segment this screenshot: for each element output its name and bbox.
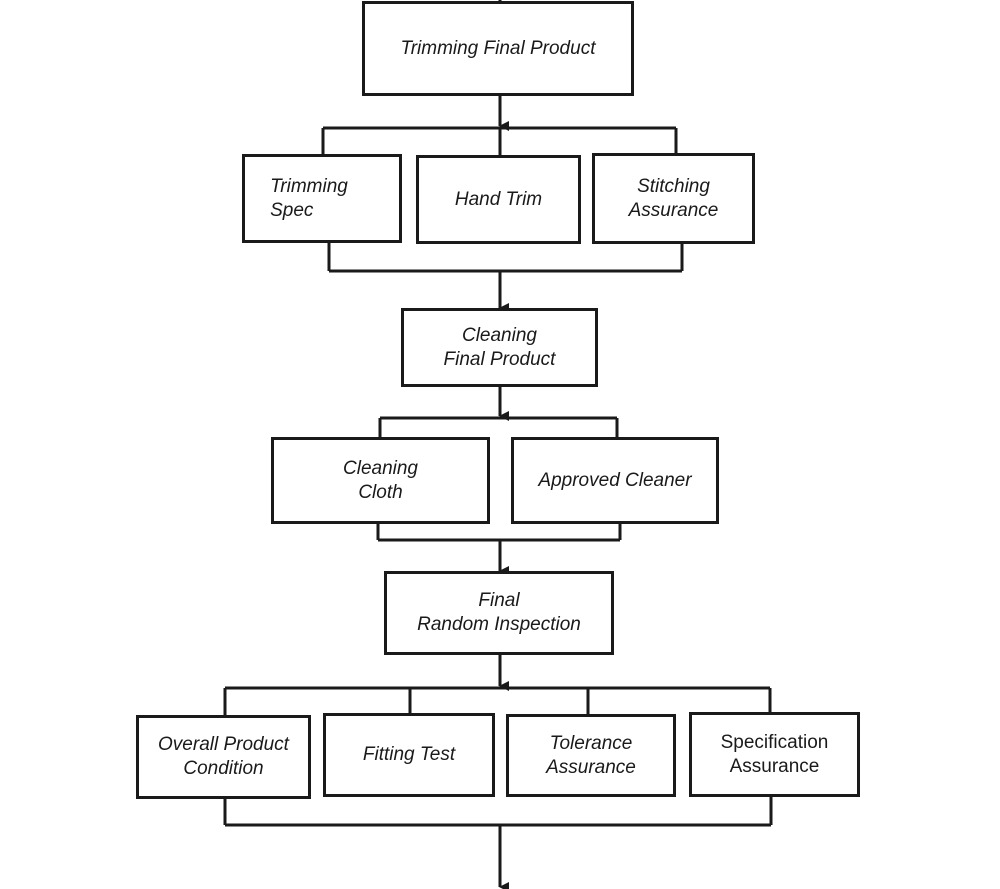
- box-trimming-spec: Trimming Spec: [242, 154, 402, 243]
- box-label: Fitting Test: [362, 744, 456, 765]
- box-label: Stitching Assurance: [628, 175, 719, 221]
- box-tolerance-assurance: Tolerance Assurance: [506, 714, 676, 797]
- box-fitting-test: Fitting Test: [323, 713, 495, 797]
- box-hand-trim: Hand Trim: [416, 155, 581, 244]
- box-label: Trimming Spec: [270, 175, 348, 221]
- box-cleaning-cloth: Cleaning Cloth: [271, 437, 490, 524]
- box-label: Cleaning Final Product: [443, 324, 556, 370]
- box-overall-product-condition: Overall Product Condition: [136, 715, 311, 799]
- box-final-random-inspection: Final Random Inspection: [384, 571, 614, 655]
- box-trimming-final-product: Trimming Final Product: [362, 1, 634, 96]
- box-approved-cleaner: Approved Cleaner: [511, 437, 719, 524]
- box-label: Overall Product Condition: [158, 734, 289, 779]
- box-label: Approved Cleaner: [538, 469, 692, 491]
- box-label: Specification Assurance: [720, 731, 829, 777]
- box-specification-assurance: Specification Assurance: [689, 712, 860, 797]
- box-label: Hand Trim: [454, 188, 543, 210]
- box-cleaning-final-product: Cleaning Final Product: [401, 308, 598, 387]
- box-label: Cleaning Cloth: [343, 457, 418, 503]
- box-stitching-assurance: Stitching Assurance: [592, 153, 755, 244]
- box-label: Tolerance Assurance: [546, 732, 636, 778]
- box-label: Final Random Inspection: [417, 590, 581, 635]
- box-label: Trimming Final Product: [400, 37, 596, 59]
